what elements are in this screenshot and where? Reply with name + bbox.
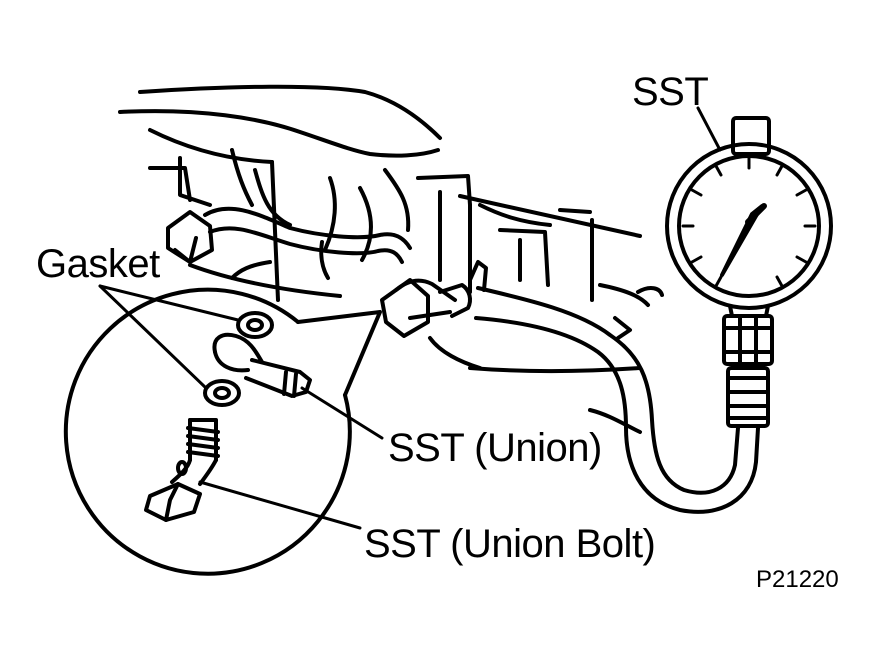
gasket-label: Gasket	[36, 242, 160, 286]
detail-callout	[63, 287, 382, 576]
sst-union-bolt-label: SST (Union Bolt)	[364, 522, 656, 566]
pressure-gauge	[665, 116, 833, 428]
leader-lines	[98, 106, 722, 530]
installed-union	[380, 260, 488, 338]
gauge-hose	[474, 286, 760, 514]
sst-union-label: SST (Union)	[388, 426, 602, 470]
fuel-line	[166, 206, 412, 264]
engine-outline	[118, 84, 664, 434]
figure-code: P21220	[756, 566, 839, 593]
sst-gauge-label: SST	[632, 70, 709, 114]
